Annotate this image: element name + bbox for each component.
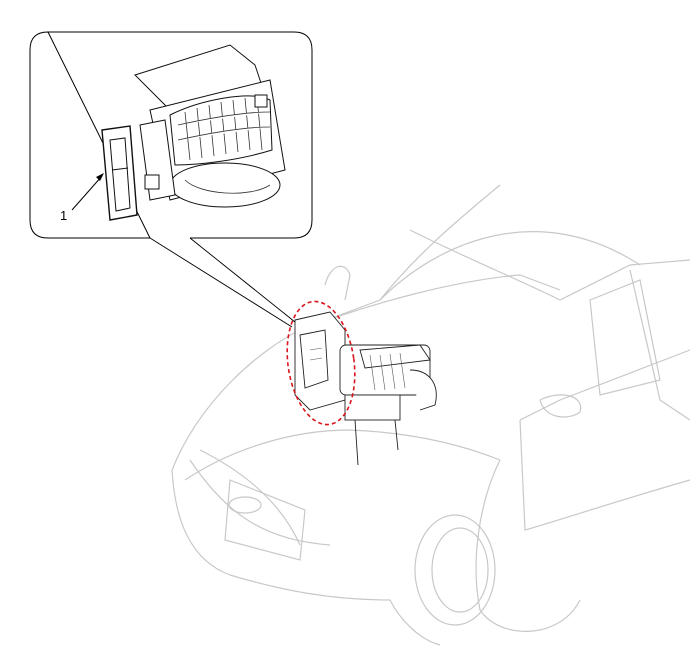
highlight-ellipse: [286, 300, 356, 426]
leader-line: [189, 237, 296, 323]
arrow-head-icon: [96, 173, 104, 181]
leader-line: [149, 237, 293, 328]
hvac-assembly-installed: [294, 311, 437, 466]
part-label-1: 1: [60, 208, 67, 223]
part-pointer-line: [71, 175, 103, 211]
car-outline: [171, 184, 691, 646]
callout-box: [29, 31, 313, 239]
blower-unit-detail: [101, 44, 286, 221]
